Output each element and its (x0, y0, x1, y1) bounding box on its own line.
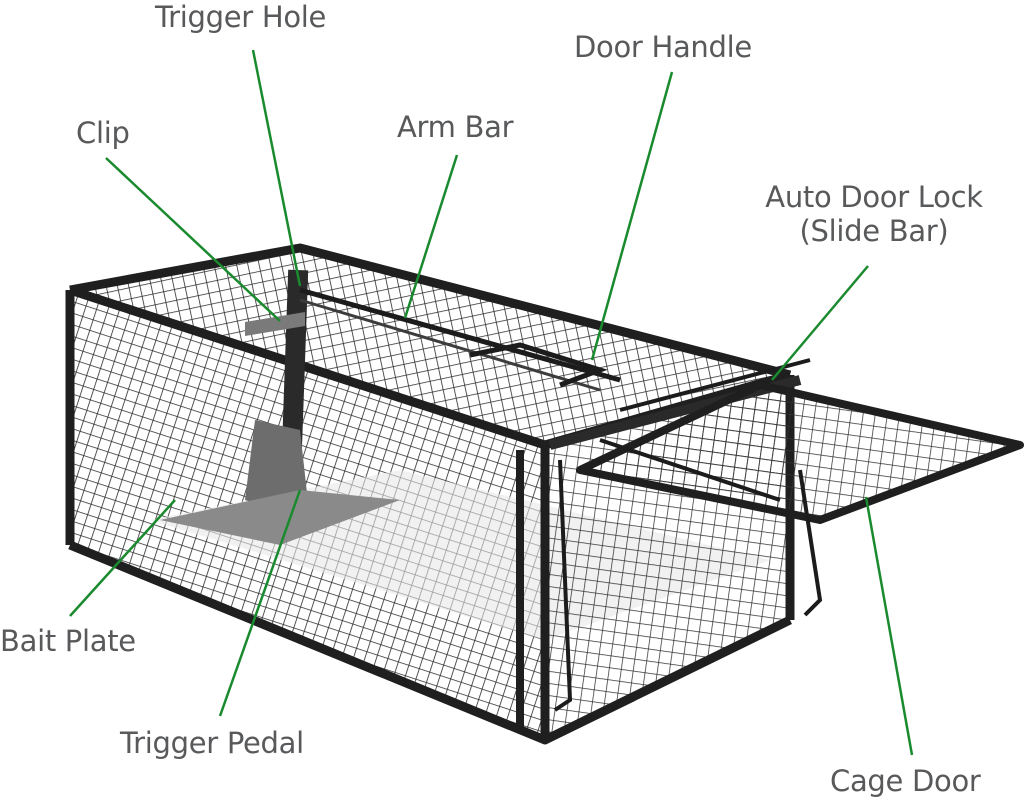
label-trigger-pedal: Trigger Pedal (120, 726, 304, 760)
door-handle-part (469, 342, 608, 388)
label-cage-door: Cage Door (830, 764, 981, 798)
label-clip: Clip (76, 116, 130, 150)
cage-door-frame (576, 381, 1024, 524)
leader-trigger-hole (251, 49, 302, 287)
leader-trigger-pedal (218, 489, 302, 717)
leader-cage-door (864, 496, 914, 756)
label-trigger-hole: Trigger Hole (155, 0, 327, 34)
leader-bait-plate (69, 499, 176, 617)
arm-bar-part (299, 287, 621, 383)
leader-lines (69, 49, 914, 756)
leader-clip (105, 157, 281, 322)
label-bait-plate: Bait Plate (0, 624, 136, 658)
trigger-pedal-part (160, 490, 400, 545)
leader-door-handle (590, 71, 674, 361)
label-auto-door-lock-line1: Auto Door Lock (765, 180, 983, 214)
leader-auto-door-lock (771, 265, 869, 381)
clip-part (245, 312, 305, 336)
label-auto-door-lock-line2: (Slide Bar) (799, 214, 949, 248)
label-auto-door-lock: Auto Door Lock (Slide Bar) (752, 180, 996, 248)
leader-arm-bar (403, 154, 459, 319)
label-door-handle: Door Handle (574, 30, 752, 64)
label-arm-bar: Arm Bar (397, 110, 514, 144)
cage-top-mesh (70, 248, 790, 445)
